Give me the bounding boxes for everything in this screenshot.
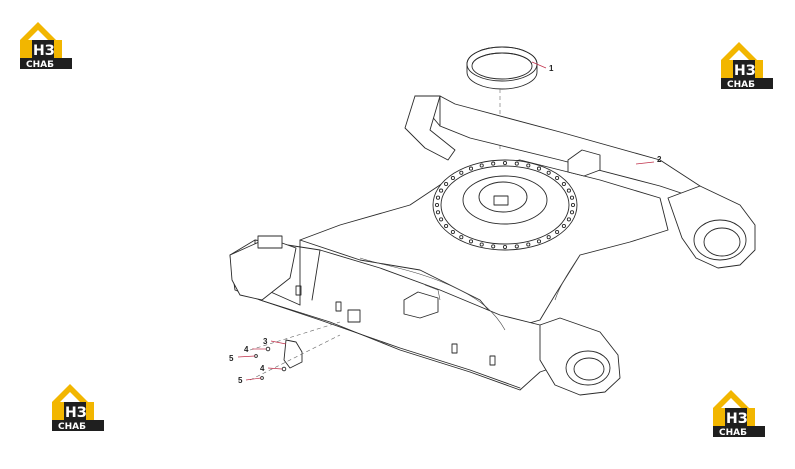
bolt-hole <box>569 210 575 215</box>
bolt-hole <box>435 210 441 215</box>
nz-snab-logo-icon: НЗ СНАБ <box>721 42 773 90</box>
bolt-hole <box>526 163 531 168</box>
logo-word: СНАБ <box>719 428 747 438</box>
callout-3: 3 <box>263 337 268 346</box>
logo-bottom-right: НЗ СНАБ <box>711 386 767 440</box>
bolt-hole <box>566 217 571 222</box>
callout-4: 4 <box>260 364 265 373</box>
nz-snab-logo-icon: НЗ СНАБ <box>713 390 765 438</box>
bolt-hole <box>514 244 519 249</box>
bolt-hole <box>514 161 519 166</box>
callout-5: 5 <box>229 354 234 363</box>
bolt-holes <box>434 160 576 250</box>
swing-circle <box>432 159 578 251</box>
bolt-hole <box>502 244 508 250</box>
bolt-hole <box>435 195 441 200</box>
bolt-hole <box>439 217 444 222</box>
bolt-hole <box>444 223 449 229</box>
bolt-hole <box>479 163 484 168</box>
logo-word: СНАБ <box>26 60 54 70</box>
bolt-hole <box>561 223 566 229</box>
bolt-hole <box>502 160 508 166</box>
bolt-hole <box>491 161 496 166</box>
callout-2: 2 <box>657 155 662 164</box>
bolt-hole <box>468 166 474 171</box>
bolt-hole <box>450 229 455 235</box>
logo-word: СНАБ <box>727 80 755 90</box>
bolt-hole <box>561 181 566 187</box>
logo-bottom-left: НЗ СНАБ <box>50 380 106 434</box>
bolt-hole <box>479 242 484 247</box>
bolt-hole <box>546 170 551 175</box>
bolt-hole <box>468 239 474 244</box>
logo-top-left: НЗ СНАБ <box>18 18 74 72</box>
bolt-hole <box>566 188 571 193</box>
logo-mark: НЗ <box>65 405 87 421</box>
logo-word: СНАБ <box>58 422 86 432</box>
part-1-ring <box>466 46 538 150</box>
bolt-hole <box>444 181 449 187</box>
callout-4: 4 <box>244 345 249 354</box>
leader-lines <box>237 61 655 381</box>
nz-snab-logo-icon: НЗ СНАБ <box>52 384 104 432</box>
bolt-hole <box>570 202 576 208</box>
logo-mark: НЗ <box>734 63 756 79</box>
bolt-hole <box>555 229 560 235</box>
nz-snab-logo-icon: НЗ СНАБ <box>20 22 72 70</box>
bolt-hole <box>546 235 551 240</box>
cover-plate-assembly <box>249 321 341 381</box>
bolt-hole <box>439 188 444 193</box>
bolt-hole <box>491 244 496 249</box>
bolt-hole <box>536 166 542 171</box>
logo-mark: НЗ <box>33 43 55 59</box>
bolt-hole <box>450 175 455 181</box>
bolt-hole <box>434 202 440 208</box>
bolt-hole <box>459 170 464 175</box>
bolt-hole <box>536 239 542 244</box>
bolt-hole <box>526 242 531 247</box>
logo-mark: НЗ <box>726 411 748 427</box>
callout-5: 5 <box>238 376 243 385</box>
bolt-hole <box>569 195 575 200</box>
callout-1: 1 <box>549 64 554 73</box>
bolt-hole <box>459 235 464 240</box>
logo-top-right: НЗ СНАБ <box>719 38 775 92</box>
bolt-hole <box>555 175 560 181</box>
